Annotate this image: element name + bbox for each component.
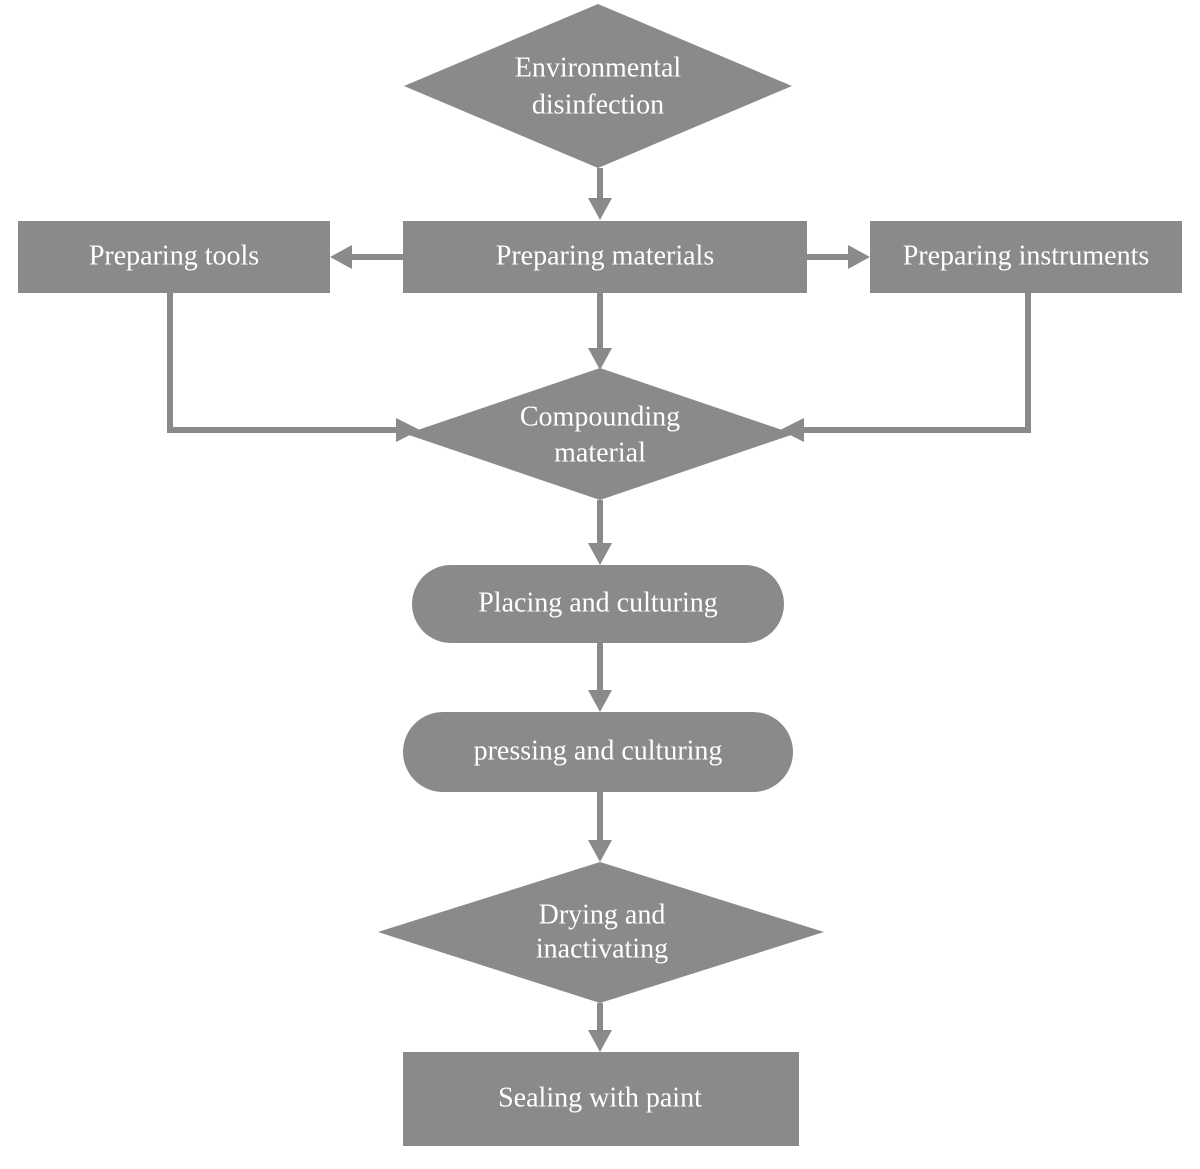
node-drying-and-inactivating-line-1: Drying and <box>539 899 666 930</box>
node-preparing-tools: Preparing tools <box>18 221 330 293</box>
edge-materials-to-tools <box>330 245 403 269</box>
edge-compounding-to-placing <box>588 500 612 565</box>
node-environmental-disinfection-line-2: disinfection <box>532 89 664 120</box>
node-pressing-and-culturing-label: pressing and culturing <box>474 735 723 766</box>
edge-instruments-to-compounding <box>780 293 1031 442</box>
node-drying-and-inactivating: Drying and inactivating <box>378 862 824 1003</box>
edge-materials-to-instruments <box>807 245 870 269</box>
node-sealing-with-paint-label: Sealing with paint <box>498 1082 702 1113</box>
edge-materials-to-compounding <box>588 293 612 370</box>
edge-placing-to-pressing <box>588 643 612 712</box>
node-preparing-materials: Preparing materials <box>403 221 807 293</box>
node-placing-and-culturing-label: Placing and culturing <box>478 587 718 618</box>
node-environmental-disinfection-line-1: Environmental <box>515 52 682 83</box>
node-preparing-instruments: Preparing instruments <box>870 221 1182 293</box>
node-compounding-material: Compounding material <box>406 368 794 500</box>
edge-disinfection-to-materials <box>588 168 612 220</box>
edge-pressing-to-drying <box>588 792 612 862</box>
node-sealing-with-paint: Sealing with paint <box>403 1052 799 1146</box>
node-preparing-tools-label: Preparing tools <box>89 240 259 271</box>
node-placing-and-culturing: Placing and culturing <box>412 565 784 643</box>
node-drying-and-inactivating-line-2: inactivating <box>536 933 668 964</box>
edge-tools-to-compounding <box>167 293 420 442</box>
node-pressing-and-culturing: pressing and culturing <box>403 712 793 792</box>
node-compounding-material-line-2: material <box>554 437 646 468</box>
node-environmental-disinfection: Environmental disinfection <box>404 4 792 168</box>
node-compounding-material-line-1: Compounding <box>520 401 680 432</box>
edge-drying-to-sealing <box>588 1003 612 1052</box>
nodes: Environmental disinfection Preparing too… <box>18 4 1182 1146</box>
connectors <box>167 168 1031 1052</box>
node-preparing-materials-label: Preparing materials <box>496 240 714 271</box>
node-preparing-instruments-label: Preparing instruments <box>903 240 1150 271</box>
